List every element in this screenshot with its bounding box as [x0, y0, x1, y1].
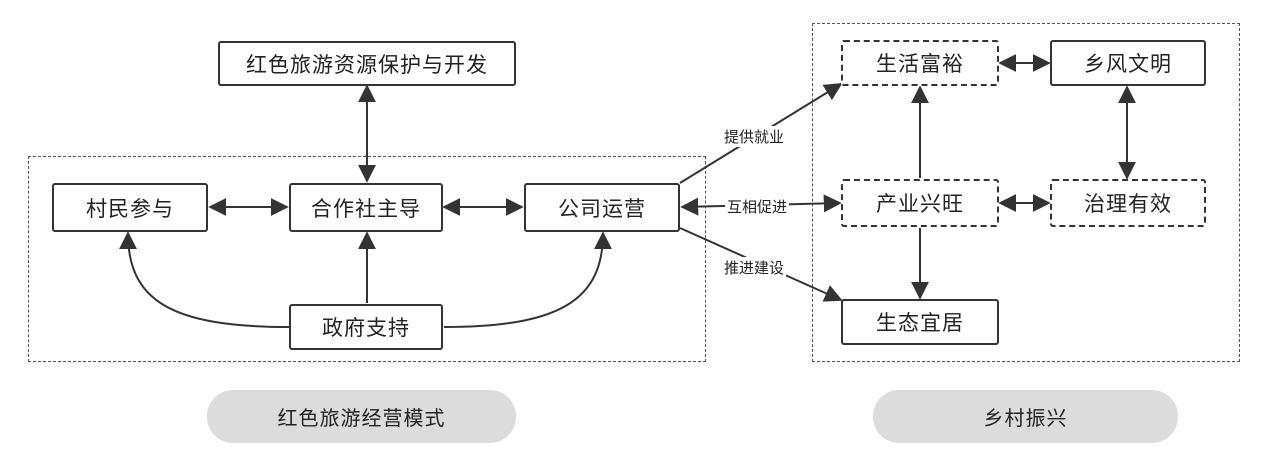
cooperative-lead-box: 合作社主导 — [289, 183, 443, 232]
employment-label: 提供就业 — [722, 126, 787, 147]
arrow-gov-company — [443, 231, 612, 328]
government-support-box: 政府支持 — [289, 304, 443, 350]
mutual-promotion-label: 互相促进 — [725, 196, 790, 217]
ecological-livability-box: 生态宜居 — [841, 299, 999, 345]
civility-box: 乡风文明 — [1050, 40, 1206, 86]
right-model-caption: 乡村振兴 — [873, 390, 1178, 443]
left-model-caption: 红色旅游经营模式 — [207, 390, 516, 443]
effective-governance-box: 治理有效 — [1050, 179, 1206, 227]
affluent-life-box: 生活富裕 — [841, 40, 999, 86]
thriving-industry-box: 产业兴旺 — [841, 179, 999, 227]
arrow-gov-villagers — [119, 231, 290, 328]
resource-protection-box: 红色旅游资源保护与开发 — [218, 41, 516, 86]
villager-participation-box: 村民参与 — [52, 183, 208, 232]
company-operation-box: 公司运营 — [524, 183, 680, 232]
construction-label: 推进建设 — [722, 257, 787, 278]
right-group-frame — [812, 23, 1240, 362]
